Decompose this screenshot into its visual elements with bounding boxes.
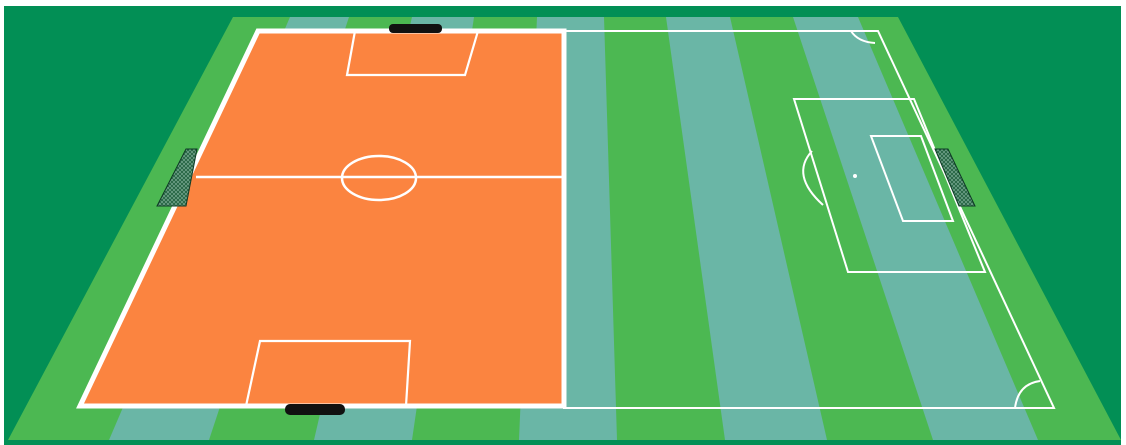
futsal-bottom-goal	[285, 404, 345, 415]
frame-left	[0, 0, 4, 445]
frame-top	[0, 0, 1126, 6]
football-penalty-spot	[853, 174, 857, 178]
frame-right	[1121, 0, 1126, 445]
futsal-top-goal	[389, 24, 442, 33]
